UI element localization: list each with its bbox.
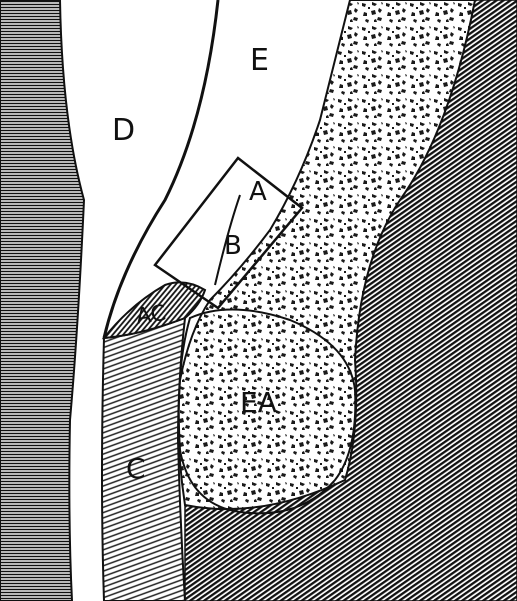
label-b: B [224, 231, 242, 261]
label-e: E [250, 43, 269, 78]
label-d: D [112, 113, 135, 148]
label-ea: EA [240, 386, 277, 419]
label-ac: AC [134, 301, 167, 330]
label-a: A [249, 177, 267, 207]
label-c: C [126, 452, 146, 485]
